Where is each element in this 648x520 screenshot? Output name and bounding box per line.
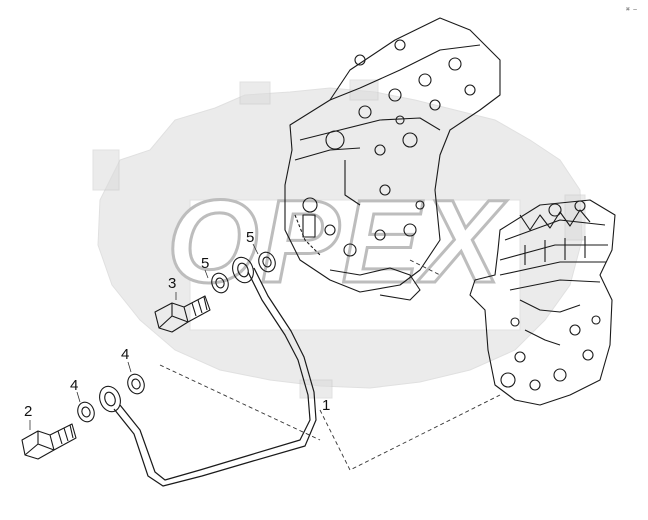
washer-lower-right	[127, 373, 145, 395]
banjo-upper	[232, 256, 254, 284]
callout-ticks	[29, 243, 259, 430]
banjo-bolt-lower	[21, 423, 77, 460]
washer-lower-left	[77, 401, 95, 423]
callout-part-4-lower: 4	[70, 377, 79, 394]
leader-lines	[159, 259, 501, 471]
corner-mark: ⌘ —	[626, 6, 637, 13]
watermark-text: OPEX	[167, 176, 507, 308]
banjo-bolt-upper	[154, 295, 211, 333]
engine-block	[284, 17, 501, 301]
oil-pipe	[113, 267, 317, 487]
banjo-lower	[99, 385, 121, 413]
callout-part-2: 2	[24, 403, 33, 420]
washer-upper-left	[211, 272, 229, 294]
watermark: OPEX	[92, 79, 586, 399]
callout-part-3: 3	[168, 275, 177, 292]
callout-part-4-upper: 4	[121, 346, 130, 363]
watermark-gear	[92, 79, 586, 399]
washer-upper-right	[258, 251, 276, 273]
air-compressor	[469, 199, 616, 406]
callout-part-5-right: 5	[246, 229, 255, 246]
callout-part-5-left: 5	[201, 255, 210, 272]
callout-part-1: 1	[322, 397, 331, 414]
